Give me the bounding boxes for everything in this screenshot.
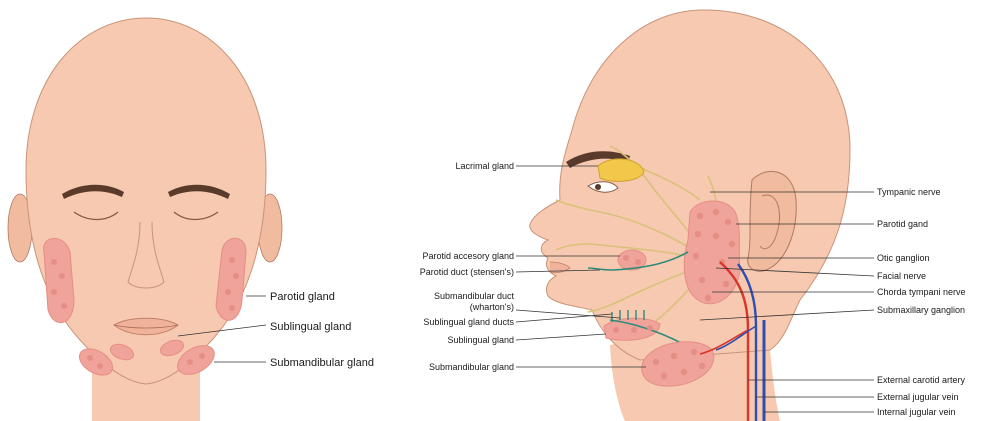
label-tympanic-nerve: Tympanic nerve (877, 187, 941, 197)
label-otic-ganglion: Otic ganglion (877, 253, 930, 263)
side-parotid-gland (684, 201, 740, 304)
label-sublingual-gland: Sublingual gland (447, 335, 514, 345)
front-label-parotid: Parotid gland (270, 291, 335, 303)
front-label-sublingual: Sublingual gland (270, 321, 351, 333)
label-submandibular-duct-line2: (wharton's) (470, 302, 514, 312)
front-left-parotid-gland (44, 238, 74, 322)
side-view-head (530, 10, 850, 421)
label-lacrimal-gland: Lacrimal gland (455, 161, 514, 171)
front-view-head (8, 18, 282, 421)
label-internal-jugular-vein: Internal jugular vein (877, 407, 956, 417)
label-parotid-gand: Parotid gand (877, 219, 928, 229)
label-sublingual-gland-ducts: Sublingual gland ducts (423, 317, 514, 327)
label-chorda-tympani-nerve: Chorda tympani nerve (877, 287, 966, 297)
label-facial-nerve: Facial nerve (877, 271, 926, 281)
label-parotid-duct: Parotid duct (stensen's) (420, 267, 514, 277)
label-external-jugular-vein: External jugular vein (877, 392, 959, 402)
label-submandibular-duct-line1: Submandibular duct (434, 291, 515, 301)
label-submaxillary-ganglion: Submaxillary ganglion (877, 305, 965, 315)
label-submandibular-gland: Submandibular gland (429, 362, 514, 372)
leader-sublingual (516, 334, 606, 340)
front-label-submandibular: Submandibular gland (270, 357, 374, 369)
side-head-outline (530, 10, 850, 360)
label-external-carotid-artery: External carotid artery (877, 375, 966, 385)
label-parotid-accessory-gland: Parotid accesory gland (422, 251, 514, 261)
